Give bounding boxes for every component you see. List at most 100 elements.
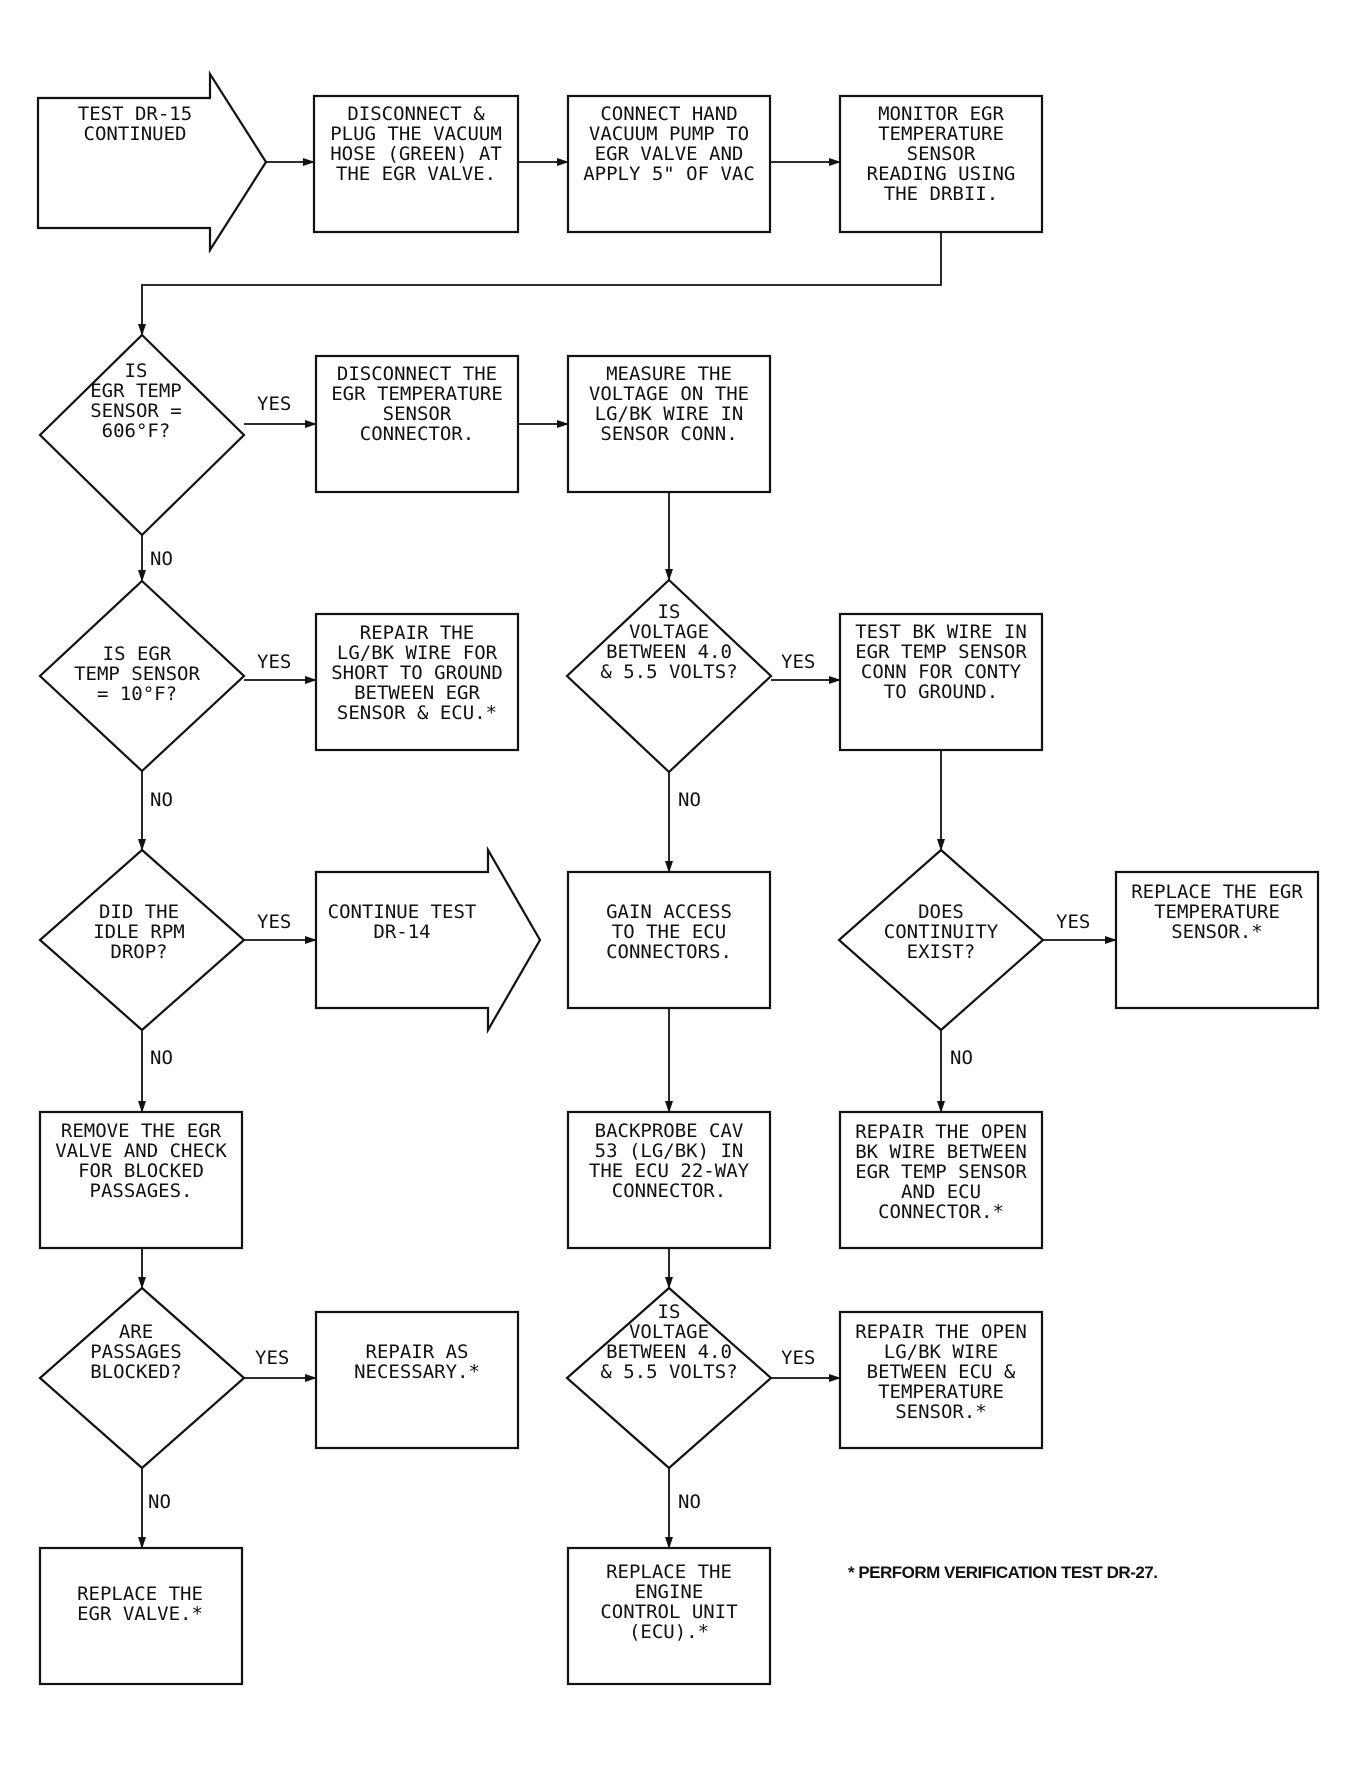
node-line-q-idle-2: IDLE RPM [93, 921, 185, 943]
node-line-monitor-egr-3: SENSOR [907, 143, 976, 165]
node-line-measure-voltage-4: SENSOR CONN. [600, 423, 737, 445]
edge-label-q-volt2-yes: YES [781, 1347, 815, 1369]
edge-label-q-continuity-no: NO [950, 1047, 973, 1069]
node-line-q-continuity-2: CONTINUITY [884, 921, 999, 943]
node-line-q-606-1: IS [125, 360, 148, 382]
edge-label-q-606-no: NO [150, 548, 173, 570]
node-line-continue-dr14-2: DR-14 [373, 921, 430, 943]
node-line-repair-lgbk-open-1: REPAIR THE OPEN [855, 1321, 1027, 1343]
decision-q-continuity [837, 848, 1045, 1032]
node-line-test-bk-4: TO GROUND. [884, 681, 998, 703]
decision-q-volt1 [565, 578, 773, 774]
connector-arrow-continue-dr14 [314, 845, 542, 1035]
node-line-repair-bk-open-2: BK WIRE BETWEEN [855, 1141, 1027, 1163]
edge-label-q-passages-yes: YES [255, 1347, 289, 1369]
node-line-disconnect-plug-1: DISCONNECT & [347, 103, 485, 125]
process-replace-valve [38, 1546, 244, 1686]
node-line-q-volt1-4: & 5.5 VOLTS? [600, 661, 737, 683]
node-line-remove-valve-1: REMOVE THE EGR [61, 1120, 222, 1142]
node-line-repair-short-1: REPAIR THE [360, 622, 474, 644]
node-line-replace-sensor-2: TEMPERATURE [1154, 901, 1280, 923]
node-line-test-bk-2: EGR TEMP SENSOR [855, 641, 1027, 663]
node-line-q-passages-2: PASSAGES [90, 1341, 182, 1363]
node-line-q-volt2-3: BETWEEN 4.0 [606, 1341, 732, 1363]
node-line-repair-bk-open-4: AND ECU [901, 1181, 981, 1203]
node-line-remove-valve-4: PASSAGES. [90, 1180, 193, 1202]
node-line-remove-valve-3: FOR BLOCKED [78, 1160, 204, 1182]
node-line-connect-pump-4: APPLY 5" OF VAC [583, 163, 755, 185]
node-line-repair-bk-open-1: REPAIR THE OPEN [855, 1121, 1027, 1143]
node-line-repair-short-4: BETWEEN EGR [354, 682, 480, 704]
node-line-monitor-egr-5: THE DRBII. [884, 183, 998, 205]
node-line-repair-short-3: SHORT TO GROUND [331, 662, 503, 684]
node-line-monitor-egr-1: MONITOR EGR [878, 103, 1004, 125]
connector-monitor-egr-to-q-606 [138, 232, 942, 336]
node-line-backprobe-2: 53 (LG/BK) IN [595, 1140, 744, 1162]
node-line-replace-valve-1: REPLACE THE [77, 1583, 203, 1605]
node-line-q-volt2-1: IS [658, 1301, 681, 1323]
node-line-q-10-1: IS EGR [103, 643, 172, 665]
process-test-bk [838, 612, 1044, 752]
process-backprobe [566, 1110, 772, 1250]
decision-q-606 [38, 333, 246, 537]
node-line-repair-lgbk-open-3: BETWEEN ECU & [867, 1361, 1016, 1383]
node-line-repair-bk-open-5: CONNECTOR.* [878, 1201, 1004, 1223]
node-line-q-10-3: = 10°F? [97, 683, 177, 705]
node-line-q-volt2-4: & 5.5 VOLTS? [600, 1361, 737, 1383]
node-line-replace-ecu-4: (ECU).* [629, 1621, 709, 1643]
node-line-backprobe-1: BACKPROBE CAV [595, 1120, 744, 1142]
decision-q-volt2 [565, 1286, 773, 1470]
node-line-monitor-egr-4: READING USING [867, 163, 1016, 185]
node-line-connect-pump-2: VACUUM PUMP TO [589, 123, 749, 145]
node-line-repair-short-5: SENSOR & ECU.* [337, 702, 497, 724]
node-line-replace-sensor-1: REPLACE THE EGR [1131, 881, 1303, 903]
node-line-continue-dr14-1: CONTINUE TEST [328, 901, 477, 923]
node-line-q-volt2-2: VOLTAGE [629, 1321, 709, 1343]
process-replace-ecu [566, 1546, 772, 1686]
decision-q-10 [38, 579, 246, 773]
process-repair-bk-open [838, 1110, 1044, 1250]
node-line-connect-pump-3: EGR VALVE AND [595, 143, 744, 165]
node-line-disconnect-plug-3: HOSE (GREEN) AT [330, 143, 502, 165]
node-line-q-continuity-1: DOES [918, 901, 964, 923]
node-line-disconnect-plug-2: PLUG THE VACUUM [330, 123, 502, 145]
node-line-start-2: CONTINUED [84, 123, 187, 145]
node-line-gain-access-3: CONNECTORS. [606, 941, 732, 963]
edge-label-q-passages-no: NO [148, 1491, 171, 1513]
node-line-repair-lgbk-open-5: SENSOR.* [895, 1401, 987, 1423]
node-line-q-passages-3: BLOCKED? [90, 1361, 182, 1383]
node-line-test-bk-1: TEST BK WIRE IN [855, 621, 1027, 643]
edge-label-q-continuity-yes: YES [1056, 911, 1090, 933]
edge-label-q-10-yes: YES [257, 651, 291, 673]
node-line-backprobe-3: THE ECU 22-WAY [589, 1160, 750, 1182]
node-line-gain-access-1: GAIN ACCESS [606, 901, 732, 923]
node-line-replace-ecu-3: CONTROL UNIT [600, 1601, 737, 1623]
node-line-q-volt1-2: VOLTAGE [629, 621, 709, 643]
process-gain-access [566, 870, 772, 1010]
node-line-q-606-3: SENSOR = [90, 400, 182, 422]
node-line-measure-voltage-1: MEASURE THE [606, 363, 732, 385]
node-line-q-606-4: 606°F? [102, 420, 171, 442]
node-line-q-passages-1: ARE [119, 1321, 153, 1343]
node-line-replace-ecu-2: ENGINE [635, 1581, 704, 1603]
node-line-q-10-2: TEMP SENSOR [74, 663, 200, 685]
node-line-replace-sensor-3: SENSOR.* [1171, 921, 1263, 943]
node-line-remove-valve-2: VALVE AND CHECK [55, 1140, 227, 1162]
node-line-disconnect-sensor-1: DISCONNECT THE [337, 363, 497, 385]
